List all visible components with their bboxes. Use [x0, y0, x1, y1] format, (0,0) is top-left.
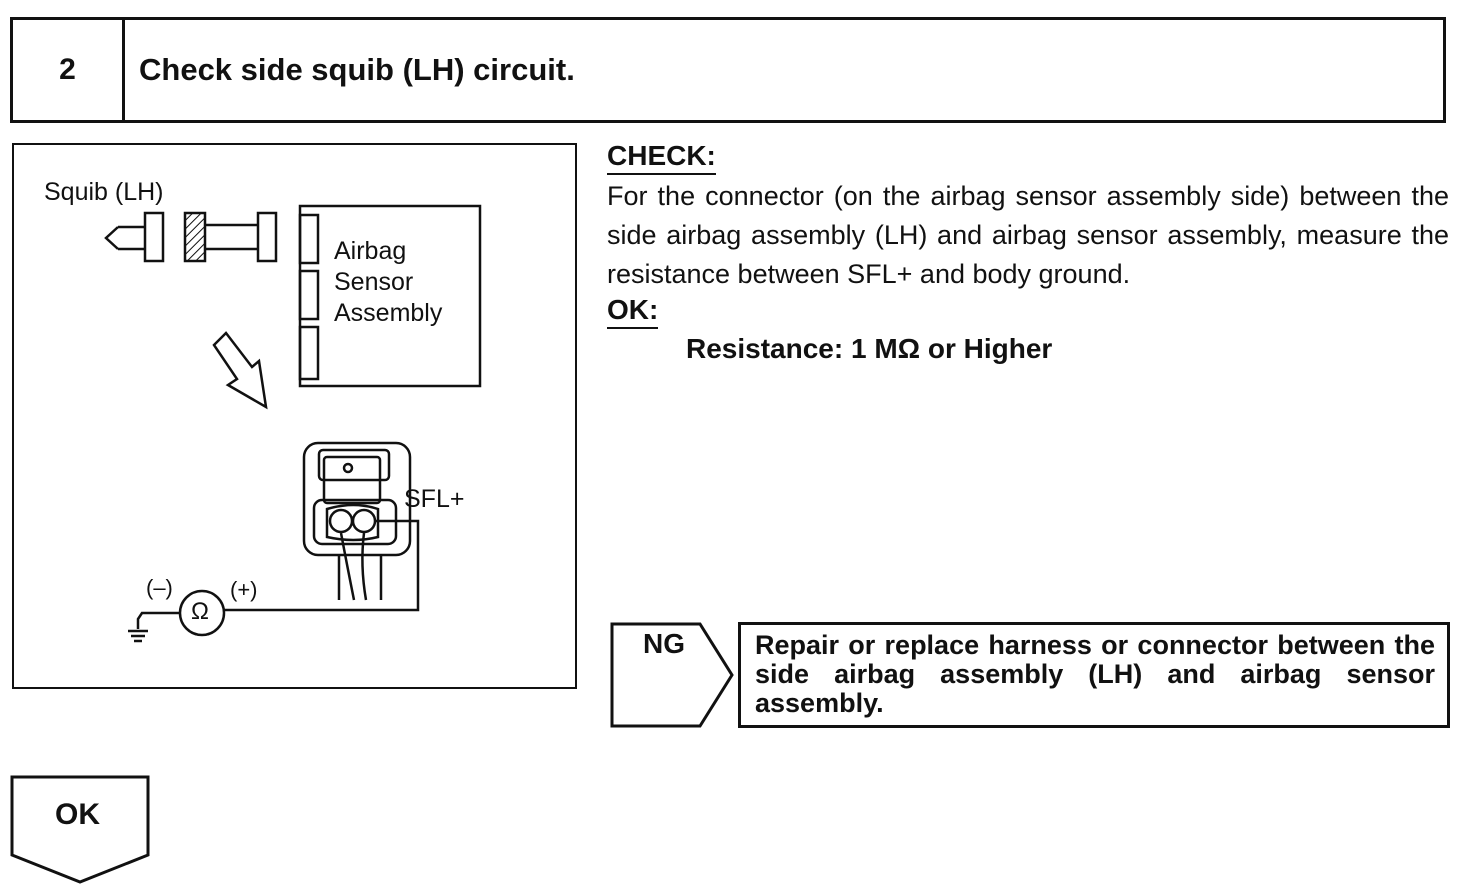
positive-lead-label: (+)	[230, 577, 258, 602]
ng-arrow-tag	[610, 622, 734, 728]
connector-face	[302, 441, 412, 557]
sfl-plus-label: SFL+	[404, 485, 465, 513]
harness-cable	[337, 555, 383, 600]
ok-arrow-tag	[10, 775, 150, 884]
test-lead-positive	[224, 519, 420, 612]
hatched-connector	[183, 211, 207, 263]
ng-repair-action: Repair or replace harness or connector b…	[738, 622, 1450, 728]
direction-arrow	[212, 331, 268, 410]
test-lead-negative	[136, 611, 180, 629]
step-title: Check side squib (LH) circuit.	[139, 52, 575, 87]
step-header: 2 Check side squib (LH) circuit.	[10, 17, 1446, 123]
connector-diagram: Squib (LH) Airbag Sensor Assembly SFL+ (…	[12, 143, 577, 689]
squib-label: Squib (LH)	[44, 178, 164, 206]
ng-label: NG	[643, 628, 685, 659]
ecu-label-line2: Sensor	[334, 268, 414, 296]
ohm-symbol: Ω	[191, 598, 209, 625]
diagram-drawing	[104, 204, 482, 643]
ecu-label-line1: Airbag	[334, 237, 407, 265]
negative-lead-label: (–)	[146, 575, 173, 600]
step-number: 2	[13, 20, 125, 120]
squib-plug-tip	[104, 226, 119, 250]
harness-connector	[256, 211, 278, 263]
check-heading: CHECK:	[607, 140, 716, 175]
ok-branch-label: OK	[55, 798, 100, 831]
ok-heading: OK:	[607, 294, 659, 329]
resistance-spec: Resistance: 1 MΩ or Higher	[686, 333, 1053, 364]
check-instruction: For the connector (on the airbag sensor …	[607, 181, 1449, 289]
squib-connector	[143, 211, 165, 263]
ecu-label-line3: Assembly	[334, 299, 443, 327]
